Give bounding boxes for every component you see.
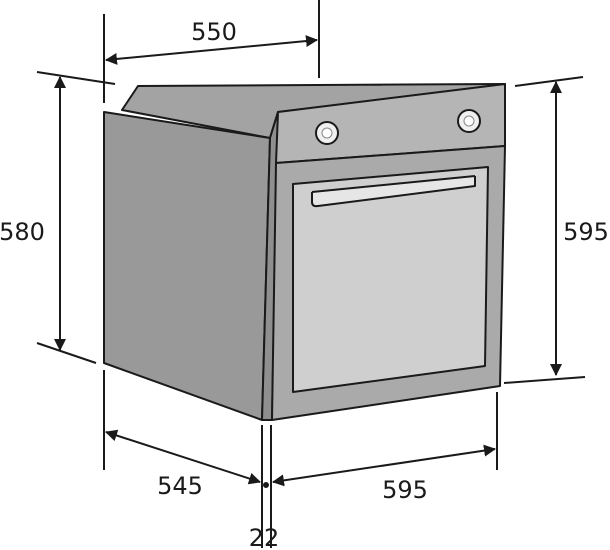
label-left-height: 580 <box>0 218 45 246</box>
label-bottom-depth: 545 <box>157 472 203 500</box>
label-bottom-width: 595 <box>382 476 428 504</box>
door-window <box>292 166 489 393</box>
door-handle <box>311 176 476 208</box>
left-knob-icon <box>315 121 339 145</box>
bottom-depth-arrow <box>105 429 261 485</box>
dimension-arrows <box>54 35 562 488</box>
right-knob-icon <box>457 109 481 133</box>
oven-illustration <box>103 83 506 421</box>
front-panel-marker-icon <box>263 482 269 488</box>
label-top-depth: 550 <box>191 18 237 46</box>
extension-lines <box>36 0 586 548</box>
label-right-height: 595 <box>563 218 609 246</box>
oven-side-panel <box>103 111 271 421</box>
top-depth-arrow <box>105 35 318 65</box>
label-front-panel: 22 <box>249 524 280 550</box>
bottom-width-arrow <box>272 444 496 487</box>
dimension-labels: 550 580 595 545 595 22 <box>0 18 609 550</box>
